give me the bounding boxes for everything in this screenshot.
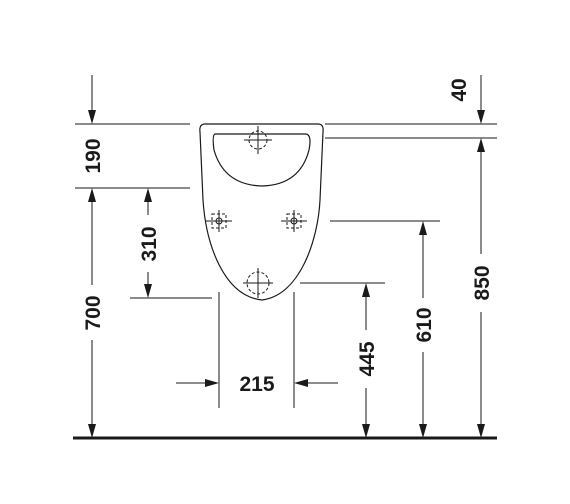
dimension-850: 850 — [471, 138, 494, 438]
dimension-40: 40 — [448, 75, 485, 124]
dimension-445: 445 — [356, 283, 379, 438]
urinal-outline — [199, 123, 324, 301]
dimension-700-label: 700 — [82, 295, 105, 330]
extension-lines — [75, 123, 497, 408]
dimension-445-label: 445 — [356, 341, 379, 376]
dimension-190: 190 — [82, 75, 105, 174]
waste-outlet-marker — [243, 268, 273, 298]
dimension-310-label: 310 — [138, 226, 161, 261]
dimension-40-label: 40 — [448, 78, 471, 101]
dimension-610: 610 — [413, 221, 436, 438]
dimension-190-label: 190 — [82, 138, 105, 173]
dimension-215: 215 — [176, 373, 338, 396]
dimension-310: 310 — [138, 188, 161, 298]
dimension-610-label: 610 — [413, 307, 436, 342]
dimension-700: 700 — [82, 188, 105, 438]
dimension-850-label: 850 — [471, 265, 494, 300]
dimension-215-label: 215 — [239, 373, 274, 396]
right-fixing-marker — [281, 210, 307, 232]
flush-inlet-marker — [244, 126, 272, 154]
left-fixing-marker — [206, 210, 232, 232]
